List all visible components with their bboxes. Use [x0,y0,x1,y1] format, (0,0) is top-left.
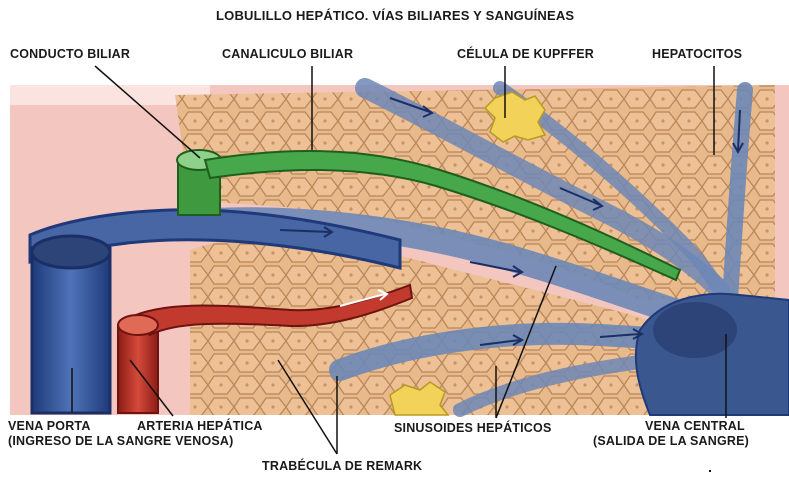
diagram-title: LOBULILLO HEPÁTICO. VÍAS BILIARES Y SANG… [216,8,574,23]
label-trabecula-remark: TRABÉCULA DE REMARK [262,459,422,474]
label-sinusoides-hepaticos: SINUSOIDES HEPÁTICOS [394,421,552,436]
label-arteria-hepatica: ARTERIA HEPÁTICA [137,419,263,434]
hepatic-artery-opening [118,315,158,335]
hepatic-artery-trunk [118,325,158,413]
label-vena-central-sub: (SALIDA DE LA SANGRE) [593,434,749,449]
label-vena-central: VENA CENTRAL [645,419,745,434]
label-canaliculo-biliar: CANALICULO BILIAR [222,47,353,62]
label-conducto-biliar: CONDUCTO BILIAR [10,47,130,62]
portal-vein-trunk [32,248,110,413]
label-vena-porta: VENA PORTA [8,419,91,434]
stray-dot [709,470,711,472]
label-vena-porta-sub: (INGRESO DE LA SANGRE VENOSA) [8,434,234,449]
portal-vein-opening [32,236,110,268]
label-celula-kupffer: CÉLULA DE KUPFFER [457,47,594,62]
central-vein-lumen [653,302,737,358]
label-hepatocitos: HEPATOCITOS [652,47,742,62]
kupffer-cell [485,92,545,142]
